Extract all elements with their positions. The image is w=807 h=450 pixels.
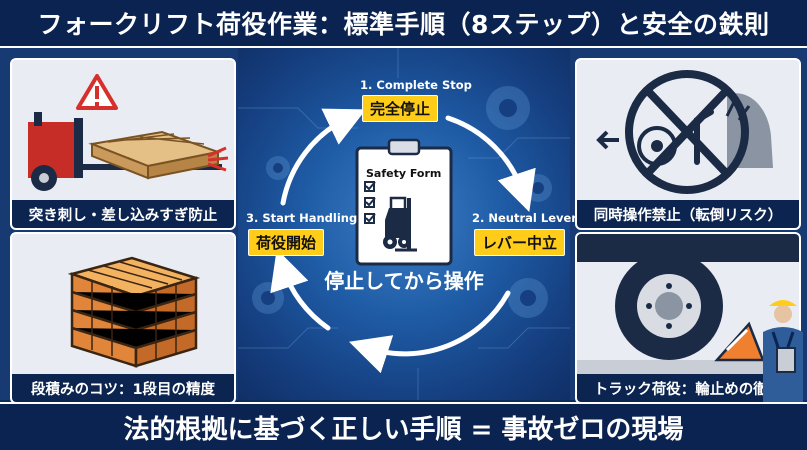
- safety-form-clipboard: [355, 138, 453, 266]
- center-caption: 停止してから操作: [324, 269, 484, 293]
- panel-caption-wheel-chocks: トラック荷役：輪止めの徹底: [577, 374, 799, 402]
- step-3-badge: 荷役開始: [248, 229, 325, 256]
- wheel-chock-illustration: [577, 234, 799, 374]
- step-3-label: 3. Start Handling: [246, 211, 358, 225]
- safety-form-title: Safety Form: [366, 167, 442, 180]
- forklift-icon: [383, 196, 417, 252]
- cycle-arrows: [270, 108, 536, 374]
- title-bar: フォークリフト荷役作業：標準手順（8ステップ）と安全の鉄則: [0, 0, 807, 48]
- step-1-badge: 完全停止: [362, 95, 439, 122]
- footer-slogan: 法的根拠に基づく正しい手順 = 事故ゼロの現場: [123, 414, 684, 445]
- footer-bar: 法的根拠に基づく正しい手順 = 事故ゼロの現場: [0, 402, 807, 450]
- panel-caption-stacking: 段積みのコツ：1段目の精度: [12, 374, 234, 402]
- warning-icon: [76, 74, 118, 110]
- step-2-label: 2. Neutral Lever: [472, 211, 577, 225]
- panel-caption-overinsertion: 突き刺し・差し込みすぎ防止: [12, 200, 234, 228]
- arrow-step2-to-step3: [348, 290, 511, 374]
- panel-stacking: 段積みのコツ：1段目の精度: [10, 232, 236, 404]
- arrow-step1-to-step2: [445, 115, 536, 212]
- truck-wheel-icon: [615, 252, 723, 360]
- prohibition-icon: [625, 70, 749, 194]
- wheel-chock-icon: [714, 321, 765, 362]
- stacked-pallets-illustration: [67, 256, 201, 368]
- center-diagram-background: [238, 48, 570, 400]
- prohibition-illustration: [596, 70, 773, 194]
- panel-caption-no-simultaneous-operation: 同時操作禁止（転倒リスク）: [577, 200, 799, 228]
- worker-with-tablet-illustration: [763, 300, 803, 404]
- gear-circuit-decoration: [238, 48, 570, 400]
- page-title: フォークリフト荷役作業：標準手順（8ステップ）と安全の鉄則: [37, 10, 770, 39]
- step-2-badge: レバー中立: [474, 229, 566, 256]
- step-1-label: 1. Complete Stop: [360, 78, 472, 92]
- panel-no-simultaneous-operation: 同時操作禁止（転倒リスク）: [575, 58, 801, 230]
- panel-wheel-chocks: トラック荷役：輪止めの徹底: [575, 232, 801, 404]
- arrow-lower-left: [270, 249, 331, 331]
- forklift-pallet-illustration: [28, 74, 229, 191]
- arrow-step3-to-step1: [280, 108, 367, 206]
- panel-overinsertion: 突き刺し・差し込みすぎ防止: [10, 58, 236, 230]
- pallet-icon: [88, 130, 222, 180]
